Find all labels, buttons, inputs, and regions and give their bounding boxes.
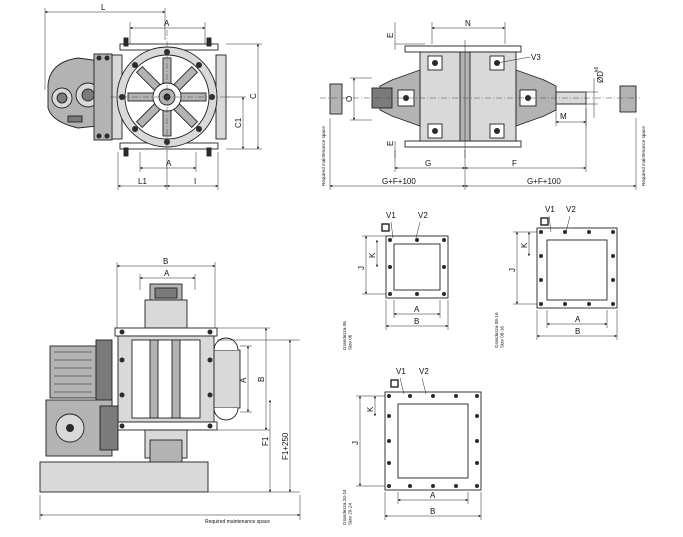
dim-label-A-bottom: A: [166, 159, 172, 168]
dim-label-A-top: A: [164, 19, 170, 28]
dim-label-G: G: [425, 159, 431, 168]
flange-outline-06: [385, 235, 449, 299]
dim-label-A-06: A: [414, 305, 420, 314]
dim-label-K-06: K: [368, 252, 377, 258]
base-plate: [39, 461, 209, 493]
maintenance-space-right: Required maintenance space: [641, 126, 646, 186]
maintenance-space-left: Required maintenance space: [321, 126, 326, 186]
caption-size-06: Grandezza 06Size 06: [342, 321, 352, 350]
dim-label-A-assembly: A: [164, 269, 170, 278]
dim-label-J-20-24: J: [351, 441, 360, 445]
dim-label-A-08-16: A: [575, 315, 581, 324]
dim-label-J-06: J: [357, 266, 366, 270]
label-V2-08-16: V2: [566, 205, 576, 214]
dim-label-C1: C1: [234, 117, 243, 128]
flange-detail-20-24: V1 V2 J K A B Grandezza 20-24Size 20-24: [342, 367, 482, 525]
dim-label-K-20-24: K: [366, 406, 375, 412]
dim-label-A-side: A: [239, 377, 248, 383]
dim-label-F1-250: F1+250: [281, 432, 290, 460]
dim-label-B-side: B: [257, 377, 266, 382]
label-V1-20-24: V1: [396, 367, 406, 376]
label-V2-20-24: V2: [419, 367, 429, 376]
drive-motor: [45, 339, 119, 457]
dim-label-O: O: [345, 96, 354, 102]
dim-label-C: C: [249, 93, 258, 99]
right-end-cap: [619, 85, 637, 113]
label-V1-08-16: V1: [545, 205, 555, 214]
bolt-symbol-20-24: [390, 379, 399, 388]
dim-label-B-20-24: B: [430, 507, 435, 516]
gear-motor-front: [47, 53, 113, 141]
flange-detail-06: V1 V2 J K A B Grandezza 06Size 06: [342, 211, 449, 350]
side-view: N E O: [320, 19, 646, 190]
flange-outline-08-16: [536, 227, 618, 309]
dim-label-I: I: [194, 177, 196, 186]
dim-label-GF-left: G+F+100: [382, 177, 416, 186]
left-end-cap: [329, 83, 343, 115]
dim-label-N: N: [465, 19, 471, 28]
dim-label-D-tolerance: k6: [594, 67, 600, 73]
dim-label-A-20-24: A: [430, 491, 436, 500]
caption-size-08-16: Grandezza 08-16Size 08-16: [494, 312, 504, 348]
dim-label-M: M: [560, 112, 567, 121]
dim-label-B-08-16: B: [575, 327, 580, 336]
dim-label-B-06: B: [414, 317, 419, 326]
dim-label-E-top: E: [386, 33, 395, 38]
dim-label-E-bottom: E: [386, 141, 395, 146]
flange-detail-08-16: V1 V2 J K A B Grandezza 08-16Size 08-16: [494, 205, 618, 348]
label-V3: V3: [531, 53, 541, 62]
dim-label-J-08-16: J: [508, 268, 517, 272]
maintenance-space-bottom: Required maintenance space: [205, 519, 270, 525]
dim-label-K-08-16: K: [520, 242, 529, 248]
dim-label-L1: L1: [138, 177, 147, 186]
label-V2-06: V2: [418, 211, 428, 220]
dim-label-F: F: [512, 159, 517, 168]
dim-label-L: L: [101, 3, 106, 12]
assembly-view: B A: [39, 257, 301, 525]
bolt-symbol-06: [381, 223, 390, 232]
dim-label-F1: F1: [261, 436, 270, 446]
flange-outline-20-24: [384, 391, 482, 491]
dim-label-GF-right: G+F+100: [527, 177, 561, 186]
front-view: L A: [44, 3, 262, 190]
label-V1-06: V1: [386, 211, 396, 220]
bolt-symbol-08-16: [540, 217, 549, 226]
dim-label-D: ØD: [596, 71, 605, 83]
dim-label-B: B: [163, 257, 168, 266]
flange-bolt-blocks: [427, 55, 505, 139]
caption-size-20-24: Grandezza 20-24Size 20-24: [342, 489, 352, 525]
